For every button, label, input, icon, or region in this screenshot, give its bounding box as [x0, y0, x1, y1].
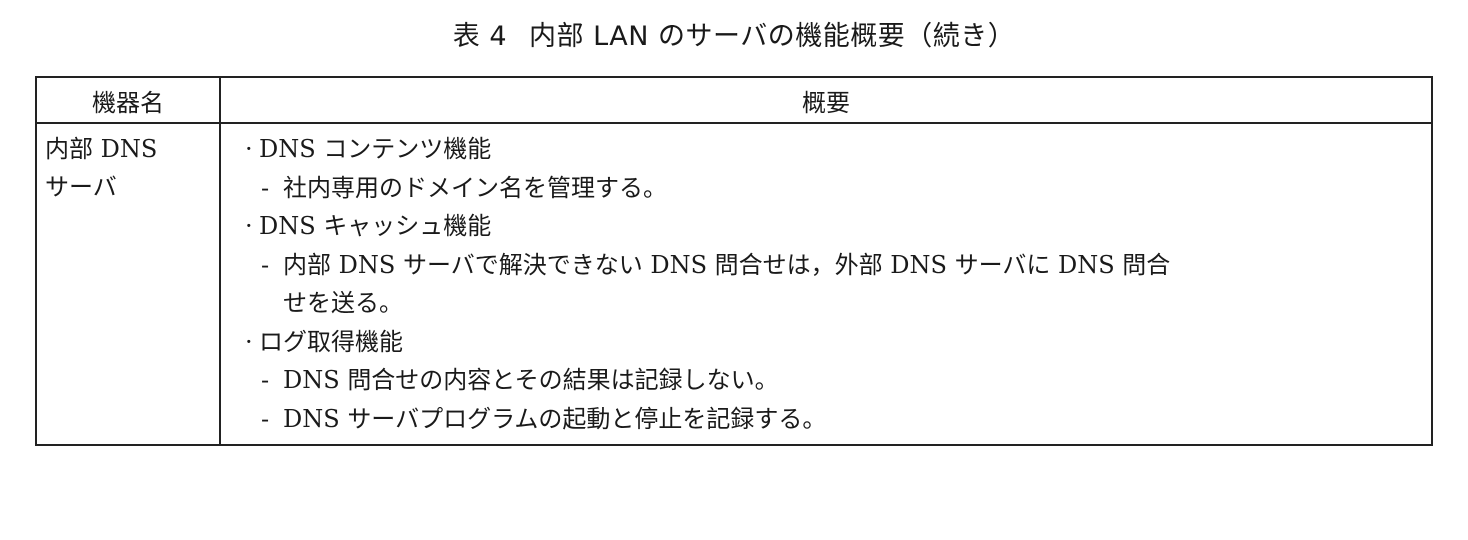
feature-detail: -DNS サーバプログラムの起動と停止を記録する。: [245, 400, 1423, 439]
table-caption: 表 4 内部 LAN のサーバの機能概要（続き）: [0, 14, 1468, 53]
table-title: 内部 LAN のサーバの機能概要（続き）: [529, 21, 1016, 52]
bullet: ·: [245, 212, 253, 240]
bullet: ·: [245, 135, 253, 163]
detail-text: DNS 問合せの内容とその結果は記録しない。: [283, 366, 779, 394]
feature-dns-contents: ·DNS コンテンツ機能: [245, 130, 1423, 169]
feature-detail: -DNS 問合せの内容とその結果は記録しない。: [245, 361, 1423, 400]
bullet: ·: [245, 327, 253, 356]
feature-dns-cache: ·DNS キャッシュ機能: [245, 207, 1423, 246]
feature-name: ログ取得機能: [259, 327, 403, 356]
dash: -: [261, 366, 270, 394]
device-name-line: 内部 DNS: [45, 135, 158, 163]
feature-name: DNS キャッシュ機能: [259, 212, 492, 240]
detail-text: 内部 DNS サーバで解決できない DNS 問合せは，外部 DNS サーバに D…: [283, 250, 1171, 279]
table-number: 表 4: [452, 21, 508, 52]
server-function-table: 機器名 概要 内部 DNS サーバ ·DNS コンテンツ機能 -社内専用のドメイ…: [35, 76, 1433, 446]
column-header-device-name: 機器名: [35, 76, 221, 124]
device-name-cell: 内部 DNS サーバ: [35, 122, 221, 446]
feature-log-collection: ·ログ取得機能: [245, 323, 1423, 362]
feature-detail: -社内専用のドメイン名を管理する。: [245, 169, 1423, 208]
feature-name: DNS コンテンツ機能: [259, 135, 492, 163]
detail-text: 社内専用のドメイン名を管理する。: [283, 173, 667, 202]
device-name-line: サーバ: [45, 173, 117, 201]
feature-detail: -内部 DNS サーバで解決できない DNS 問合せは，外部 DNS サーバに …: [245, 246, 1423, 323]
column-header-summary: 概要: [219, 76, 1433, 124]
dash: -: [261, 404, 270, 433]
detail-text: DNS サーバプログラムの起動と停止を記録する。: [283, 404, 827, 433]
table-header-row: 機器名 概要: [35, 76, 1433, 124]
summary-cell: ·DNS コンテンツ機能 -社内専用のドメイン名を管理する。 ·DNS キャッシ…: [219, 122, 1433, 446]
dash: -: [261, 173, 270, 202]
dash: -: [261, 250, 270, 279]
table-row: 内部 DNS サーバ ·DNS コンテンツ機能 -社内専用のドメイン名を管理する…: [35, 122, 1433, 446]
detail-text-continuation: せを送る。: [283, 289, 403, 317]
